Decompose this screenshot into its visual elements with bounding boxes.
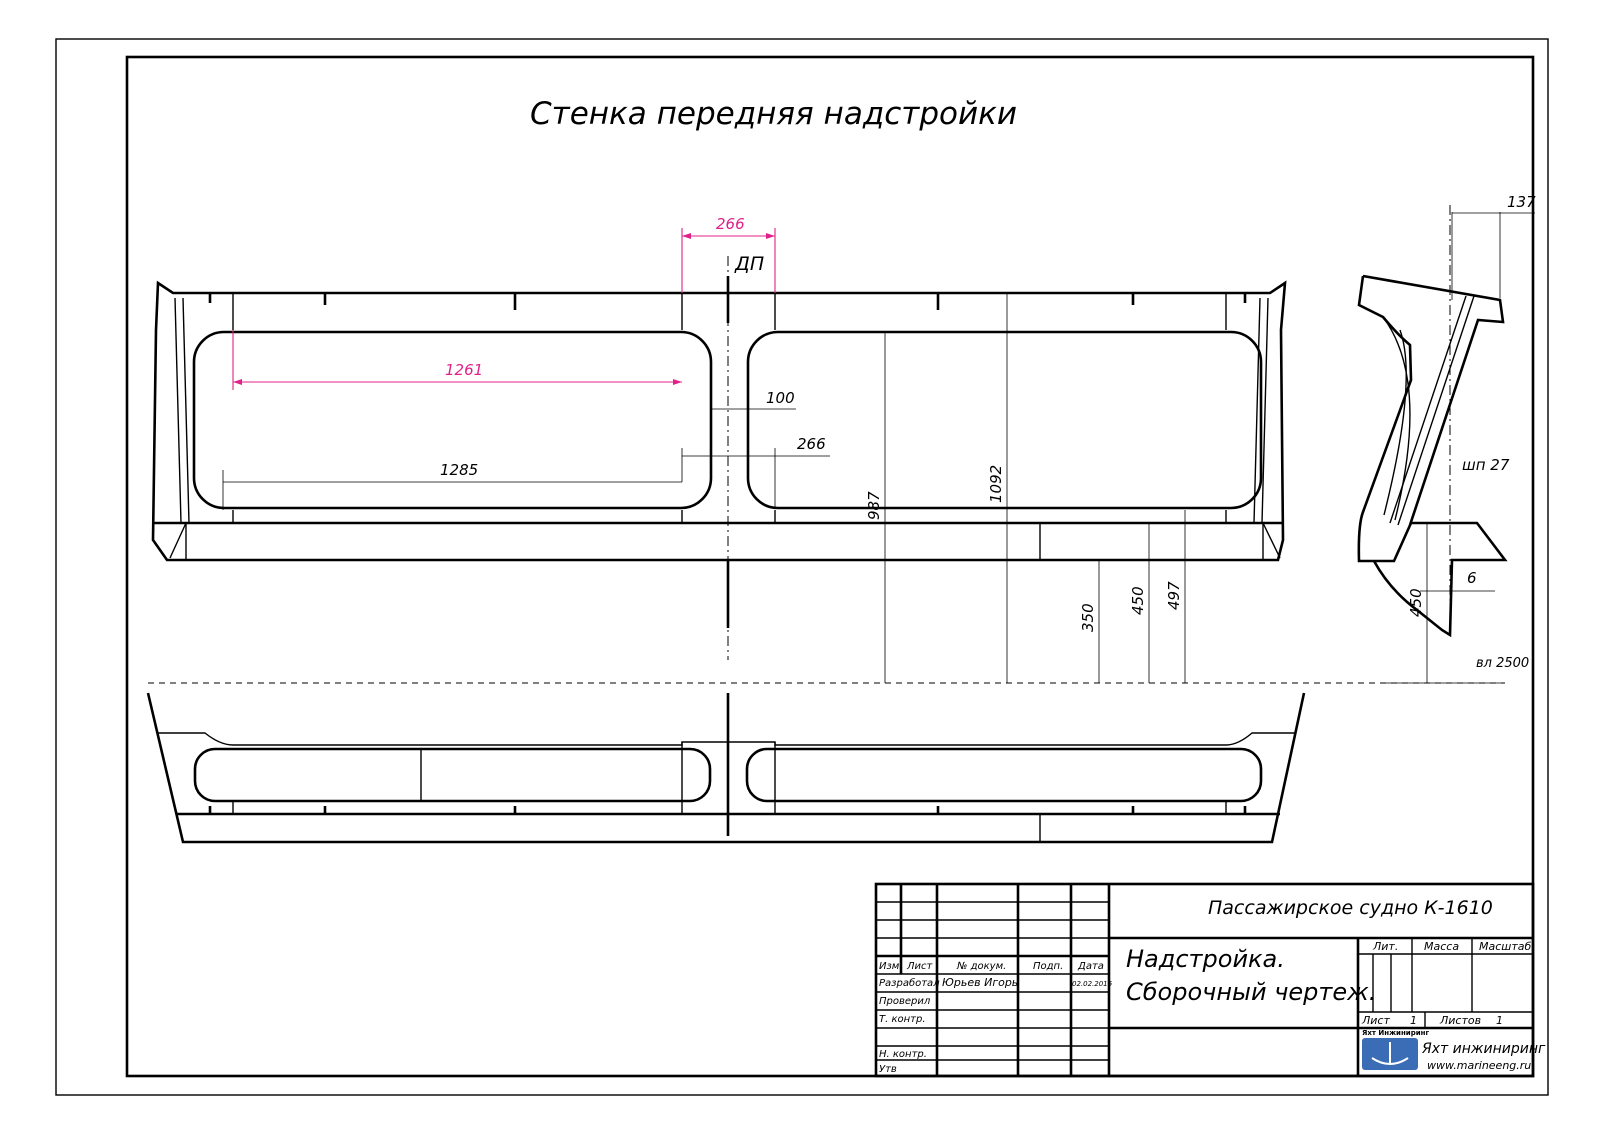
- drawing-title: Стенка передняя надстройки: [530, 96, 1017, 132]
- mass-label: Масса: [1424, 940, 1459, 953]
- col-docnum: № докум.: [956, 961, 1006, 972]
- col-data: Дата: [1077, 961, 1104, 972]
- company-website: www.marineeng.ru: [1427, 1059, 1531, 1072]
- pink-dimensions: 266 1261: [232, 215, 776, 390]
- dim-side-6: 6: [1467, 569, 1477, 587]
- doc-title-line1: Надстройка.: [1126, 945, 1285, 973]
- sheet-value: 1: [1410, 1014, 1417, 1027]
- role-ncontrol: Н. контр.: [879, 1049, 927, 1060]
- dim-266: 266: [797, 435, 826, 453]
- role-developer: Разработал: [879, 977, 940, 989]
- side-view: 137 шп 27 6 450: [1357, 193, 1536, 684]
- plan-view-outline: [146, 692, 1306, 844]
- role-approved: Утв: [879, 1064, 897, 1075]
- front-dimensions: 100 266 1285 987 1092 350 450 497: [222, 293, 1186, 683]
- side-view-outline: [1357, 275, 1508, 638]
- frame-label: шп 27: [1462, 456, 1510, 474]
- dim-450: 450: [1129, 586, 1147, 615]
- col-list: Лист: [906, 961, 934, 972]
- company-logo: Яхт Инжиниринг: [1362, 1029, 1429, 1070]
- plan-opening-left: [193, 747, 712, 803]
- dim-497: 497: [1165, 581, 1183, 610]
- front-view-outline: [151, 280, 1287, 562]
- sheet-label: Лист: [1361, 1014, 1390, 1027]
- dim-pink-266: 266: [716, 215, 745, 233]
- dim-pink-1261: 1261: [445, 361, 483, 379]
- dim-1285: 1285: [440, 461, 478, 479]
- title-block: Пассажирское судно К-1610 Надстройка. Сб…: [874, 882, 1546, 1078]
- doc-title-line2: Сборочный чертеж.: [1126, 978, 1376, 1006]
- project-name: Пассажирское судно К-1610: [1208, 897, 1493, 919]
- centerline-label: ДП: [734, 253, 764, 275]
- role-checked: Проверил: [879, 996, 931, 1007]
- svg-text:Яхт Инжиниринг: Яхт Инжиниринг: [1362, 1029, 1429, 1037]
- col-izm: Изм: [879, 961, 900, 972]
- developer-name: Юрьев Игорь: [942, 976, 1018, 989]
- waterline-label: вл 2500: [1476, 656, 1529, 671]
- front-view: ДП: [151, 253, 1287, 660]
- sheets-value: 1: [1496, 1014, 1503, 1027]
- sheets-label: Листов: [1439, 1014, 1481, 1027]
- dim-350: 350: [1079, 603, 1097, 632]
- developer-date: 02.02.2016: [1072, 980, 1113, 988]
- outer-frame: [55, 38, 1549, 1096]
- dim-987: 987: [865, 491, 883, 520]
- dim-side-450: 450: [1407, 588, 1425, 617]
- plan-opening-right: [745, 747, 1263, 803]
- col-podp: Подп.: [1033, 961, 1063, 972]
- inner-frame: [125, 55, 1535, 1078]
- role-tcontrol: Т. контр.: [879, 1014, 926, 1025]
- dim-100: 100: [766, 389, 795, 407]
- scale-label: Масштаб: [1479, 940, 1531, 953]
- lit-label: Лит.: [1372, 940, 1398, 953]
- dim-137: 137: [1507, 193, 1536, 211]
- company-name: Яхт инжиниринг: [1421, 1041, 1546, 1057]
- plan-view: [146, 692, 1306, 844]
- dim-1092: 1092: [987, 465, 1005, 503]
